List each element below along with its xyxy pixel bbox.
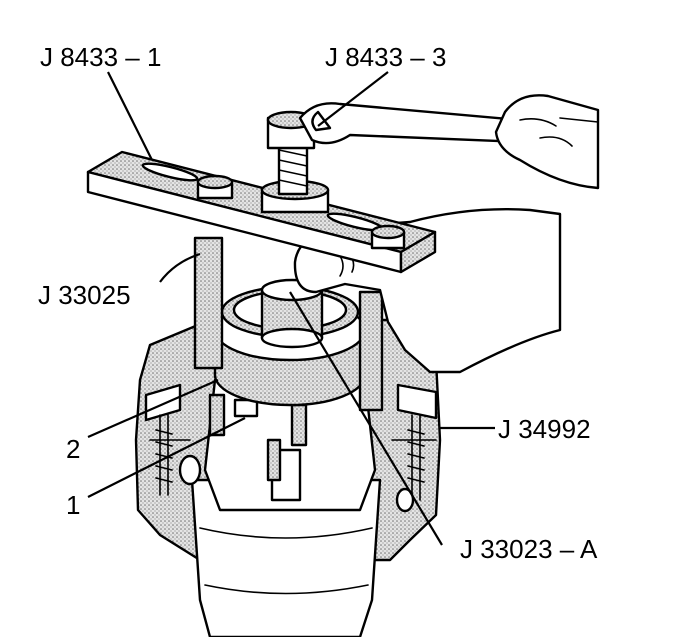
callout-j8433-3: J 8433 – 3	[325, 42, 446, 72]
callout-j33023a: J 33023 – A	[460, 534, 598, 564]
leader-item-1	[87, 417, 246, 498]
leader-item-2	[87, 378, 219, 439]
leader-j33023a	[289, 291, 443, 546]
callout-item-2: 2	[66, 434, 80, 464]
holder-j34992	[144, 383, 438, 513]
callout-j8433-1: J 8433 – 1	[40, 42, 161, 72]
leader-lines	[87, 71, 495, 546]
forcing-screw-j8433-3	[260, 110, 330, 214]
leader-j8433-3	[317, 71, 389, 127]
leader-j33025	[159, 252, 201, 283]
leader-j8433-1	[107, 71, 153, 161]
legs-j33025	[193, 236, 384, 412]
callout-j34992: J 34992	[498, 414, 591, 444]
callout-j33025: J 33025	[38, 280, 131, 310]
wrench	[298, 94, 600, 190]
callout-item-1: 1	[66, 490, 80, 520]
